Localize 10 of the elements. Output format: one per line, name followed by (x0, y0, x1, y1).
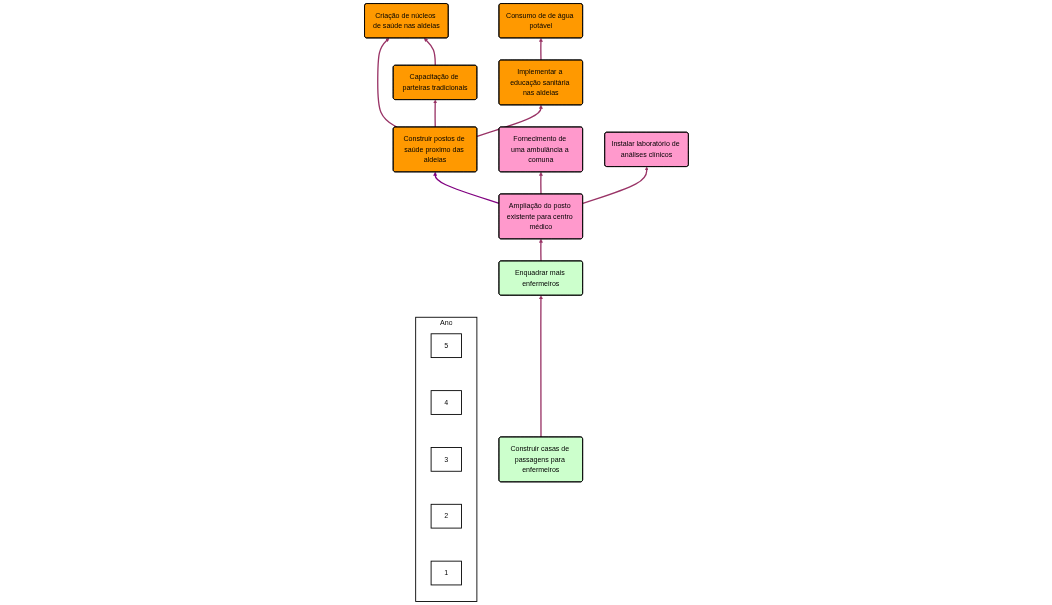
arrow (432, 99, 437, 128)
arrow (538, 171, 543, 195)
arrow (538, 238, 543, 262)
arrow (476, 104, 543, 137)
arrow (538, 37, 543, 61)
arrow (376, 37, 397, 128)
arrow (432, 171, 500, 204)
arrow (581, 166, 649, 204)
arrow (423, 37, 436, 67)
arrow (538, 295, 543, 438)
